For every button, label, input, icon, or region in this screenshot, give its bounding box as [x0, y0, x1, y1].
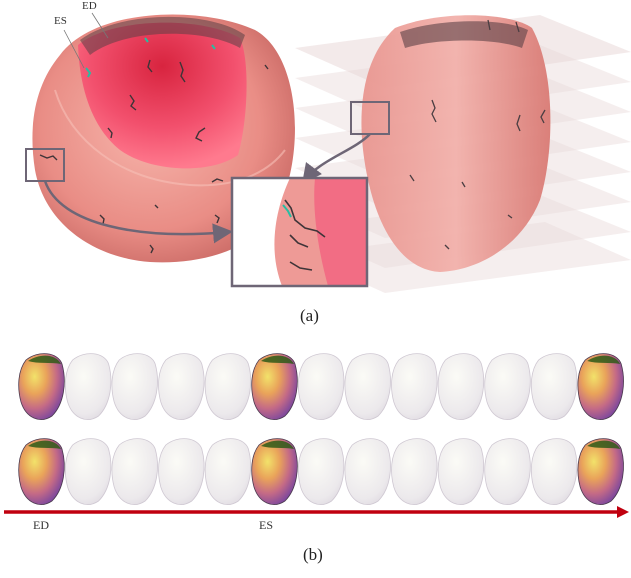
faded-heart-frame: [158, 438, 205, 505]
faded-heart-frame: [530, 353, 578, 420]
faded-heart-frame: [64, 438, 112, 505]
heart-frame-cap: [261, 440, 294, 449]
frame-row-2: [18, 438, 624, 505]
faded-heart-frame: [530, 438, 578, 505]
faded-heart-frame: [204, 353, 252, 420]
colored-heart-frame: [251, 438, 298, 505]
faded-heart-frame: [204, 438, 252, 505]
colored-heart-frame: [577, 438, 624, 505]
es-label-bottom: ES: [259, 518, 274, 532]
colored-heart-frame: [251, 353, 298, 420]
connector-arrow-right: [301, 133, 371, 184]
frame-row-1: [18, 353, 624, 420]
zoom-inset: [230, 176, 369, 288]
faded-heart-frame: [437, 353, 485, 420]
faded-heart-frame: [64, 353, 112, 420]
heart-frame-cap: [28, 355, 61, 364]
faded-heart-frame: [158, 353, 205, 420]
colored-heart-frame: [18, 438, 65, 505]
faded-heart-frame: [391, 438, 438, 505]
colored-heart-frame: [18, 353, 65, 420]
caption-a: (a): [300, 306, 319, 325]
faded-heart-frame: [344, 353, 391, 420]
ed-label-bottom: ED: [33, 518, 49, 532]
timeline-arrow: [4, 506, 629, 518]
es-label-top: ES: [54, 15, 67, 27]
heart-frame-cap: [28, 440, 61, 449]
ed-label-top: ED: [82, 0, 97, 12]
connector-arrow-left: [43, 180, 233, 244]
colored-heart-frame: [577, 353, 624, 420]
es-leader-line: [63, 29, 85, 69]
ed-leader-line: [91, 12, 109, 39]
faded-heart-frame: [297, 438, 345, 505]
faded-heart-frame: [391, 353, 438, 420]
heart-frame-cap: [261, 355, 294, 364]
faded-heart-frame: [484, 353, 531, 420]
heart-frame-cap: [587, 440, 621, 449]
left-heart-model: [32, 14, 295, 263]
faded-heart-frame: [297, 353, 345, 420]
caption-b: (b): [303, 545, 323, 564]
right-heart-model: [361, 15, 551, 273]
faded-heart-frame: [111, 438, 158, 505]
heart-frame-cap: [587, 355, 621, 364]
faded-heart-frame: [437, 438, 485, 505]
faded-heart-frame: [344, 438, 391, 505]
faded-heart-frame: [111, 353, 158, 420]
faded-heart-frame: [484, 438, 531, 505]
